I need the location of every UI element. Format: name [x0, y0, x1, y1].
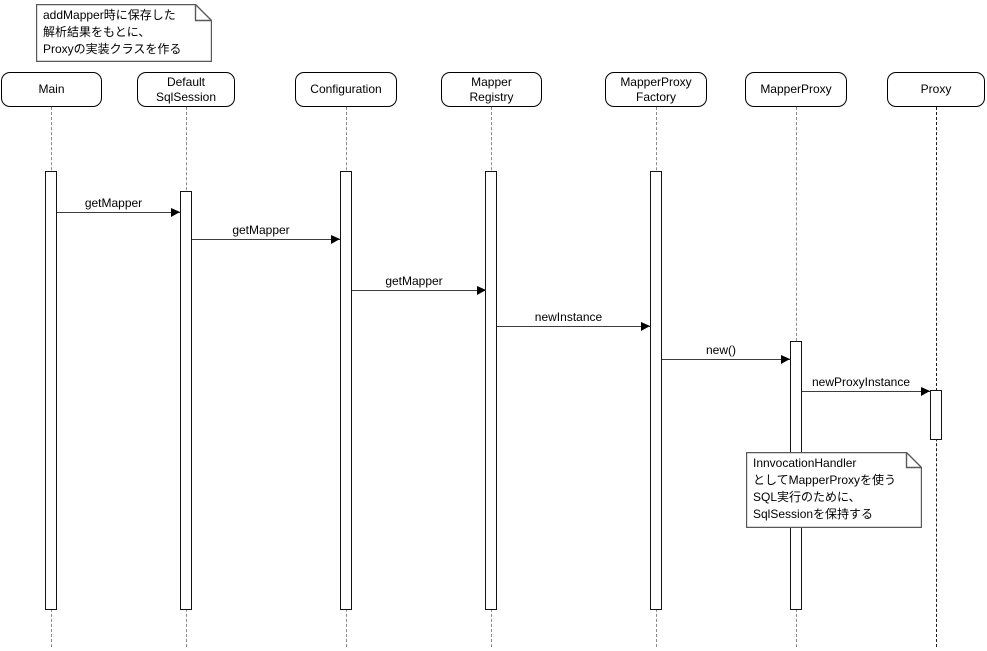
arrowhead-icon [921, 387, 930, 396]
note-addmapper: addMapper時に保存した 解析結果をもとに、 Proxyの実装クラスを作る [36, 4, 212, 62]
note-shape-icon [36, 4, 212, 62]
message-newproxyinstance: newProxyInstance [802, 375, 930, 396]
message-label: getMapper [385, 274, 443, 288]
message-label: getMapper [84, 196, 143, 210]
arrowhead-icon [171, 208, 180, 217]
message-getmapper-2: getMapper [192, 223, 340, 244]
activation-mapperproxy-factory [650, 171, 662, 610]
message-label: newInstance [534, 310, 603, 324]
note-text: InnvocationHandler としてMapperProxyを使う SQL… [753, 456, 897, 521]
arrowhead-icon [781, 355, 790, 364]
lifeline-proxy [936, 107, 937, 647]
note-shape-icon [746, 452, 922, 528]
message-label: new() [705, 343, 736, 357]
participant-mapperproxy-factory: MapperProxy Factory [605, 72, 707, 107]
activation-mapper-registry [485, 171, 497, 610]
activation-default-sqlsession [180, 191, 192, 610]
participant-mapper-registry: Mapper Registry [441, 72, 542, 107]
activation-main [45, 171, 57, 610]
arrowhead-icon [331, 235, 340, 244]
activation-configuration [340, 171, 352, 610]
note-invocationhandler: InnvocationHandler としてMapperProxyを使う SQL… [746, 452, 922, 528]
participant-default-sqlsession: Default SqlSession [137, 72, 235, 107]
arrowhead-icon [477, 286, 486, 295]
message-label: getMapper [232, 223, 290, 237]
message-newinstance: newInstance [497, 310, 650, 331]
activation-proxy [930, 390, 942, 440]
message-getmapper-1: getMapper [57, 196, 180, 217]
note-text: addMapper時に保存した 解析結果をもとに、 Proxyの実装クラスを作る [43, 8, 182, 56]
message-label: newProxyInstance [811, 375, 911, 389]
message-new: new() [662, 343, 790, 364]
message-getmapper-3: getMapper [352, 274, 486, 295]
participant-configuration: Configuration [295, 72, 397, 107]
arrowhead-icon [641, 322, 650, 331]
participant-mapperproxy: MapperProxy [745, 72, 847, 107]
participant-proxy: Proxy [887, 72, 985, 107]
participant-main: Main [1, 72, 102, 107]
